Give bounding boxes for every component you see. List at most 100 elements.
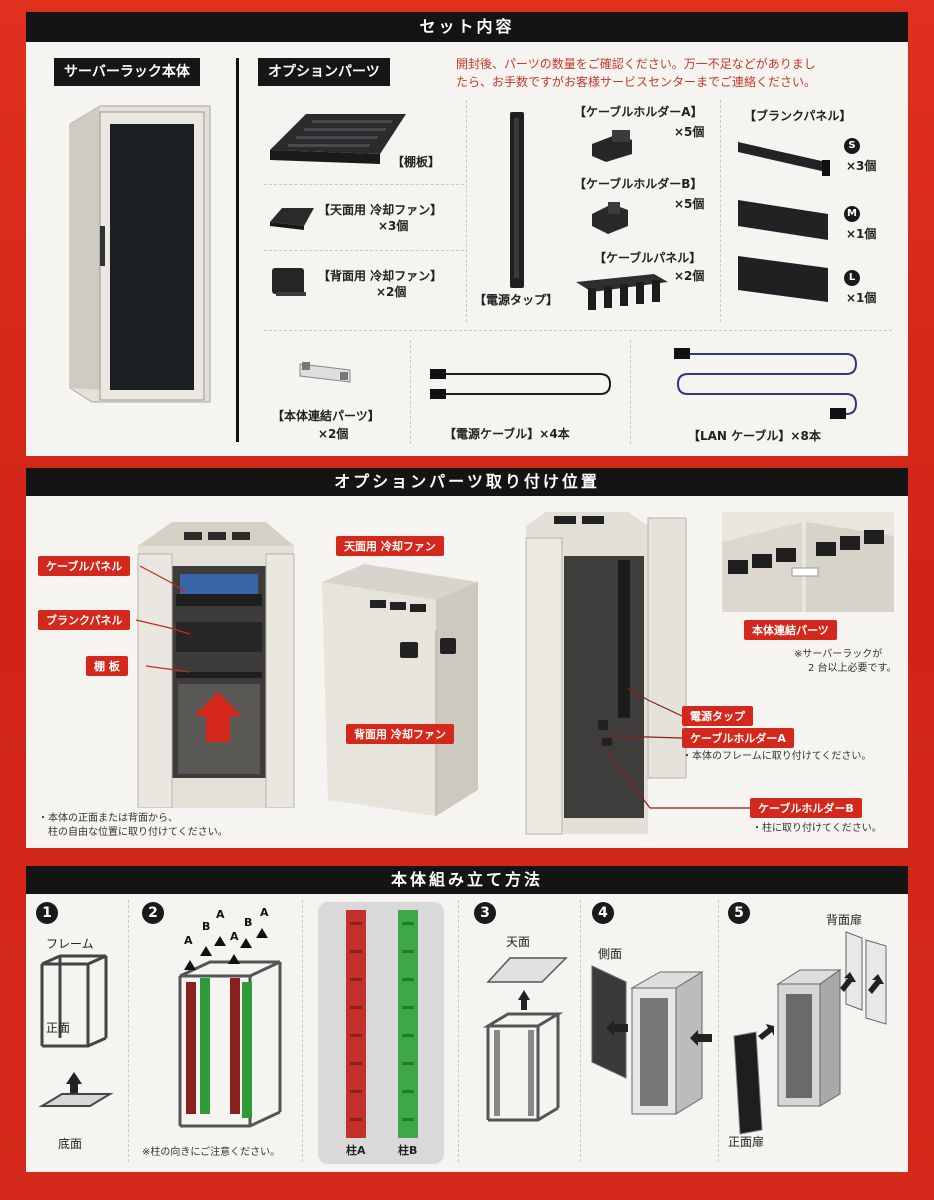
step2-letter-b1: B [202,920,210,933]
lan-cable-image [674,348,858,419]
assembly-header: 本体組み立て方法 [26,866,908,894]
blank-s-qty: ×3個 [846,159,877,173]
options-title: オプションパーツ取り付け位置 [334,472,600,491]
blank-panel-s-image [738,142,830,176]
blank-m-mark: M [844,206,860,222]
options-header: オプションパーツ取り付け位置 [26,468,908,496]
blank-panel-m-image [738,200,828,240]
dash [458,900,459,1162]
cable-panel-qty: ×2個 [674,269,705,283]
connector-label: 【本体連結パーツ】 [272,409,380,423]
top-fan-callout: 天面用 冷却ファン [336,536,444,556]
rack-front-photo [137,522,295,808]
shelf-label: 【棚板】 [392,155,441,169]
back-fan-label: 【背面用 冷却ファン】 [318,269,443,283]
holder-a-label: 【ケーブルホルダーA】 [574,105,703,119]
pillar-note: ※柱の向きにご注意ください。 [142,1147,281,1158]
dash [466,100,467,322]
dash [264,184,464,185]
holder-a-note: ・本体のフレームに取り付けてください。 [682,751,872,762]
bottom-label: 底面 [58,1137,83,1151]
holder-b-label: 【ケーブルホルダーB】 [574,177,703,191]
step2-letter-a3: A [230,930,239,943]
blank-s-mark: S [844,138,860,154]
dash [410,340,411,444]
dash [580,900,581,1162]
blank-l-qty: ×1個 [846,291,877,305]
step-3-number: 3 [474,902,496,924]
connector-qty: ×2個 [318,427,349,441]
dash [302,900,303,1162]
front-label: 正面 [46,1021,71,1035]
power-tap-image [510,112,524,288]
back-fan-image [272,268,306,296]
shelf-callout: 棚 板 [86,656,128,676]
back-fan-qty: ×2個 [376,285,407,299]
connector-note-2: 2 台以上必要です。 [808,663,897,674]
main-unit-tag: サーバーラック本体 [54,58,200,86]
holder-b-callout: ケーブルホルダーB [750,798,862,818]
holder-a-image [592,130,632,162]
connector-note-1: ※サーバーラックが [794,649,883,660]
cable-panel-callout: ケーブルパネル [38,556,131,576]
contents-header: セット内容 [26,12,908,42]
holder-b-qty: ×5個 [674,197,705,211]
pillar-box [318,902,444,1164]
dash [720,100,721,322]
blank-m-qty: ×1個 [846,227,877,241]
contents-title: セット内容 [419,17,515,36]
blank-panel-l-image [738,256,828,302]
pillar-b-label: 柱B [398,1144,418,1157]
top-fan-qty: ×3個 [378,219,409,233]
power-cable-label: 【電源ケーブル】×4本 [444,427,570,441]
server-rack-image [69,105,211,403]
step3-image [482,957,568,1122]
top-face-label: 天面 [506,935,531,949]
top-fan-label: 【天面用 冷却ファン】 [318,203,443,217]
back-door-label: 背面扉 [826,913,863,927]
dash [630,340,631,444]
power-tap-callout: 電源タップ [682,706,753,726]
connector-image [299,362,351,383]
check-note-2: たら、お手数ですがお客様サービスセンターまでご連絡ください。 [456,75,817,89]
power-tap-label: 【電源タップ】 [474,293,559,307]
step2-letter-a2: A [216,908,225,921]
check-note-1: 開封後、パーツの数量をご確認ください。万一不足などがありまし [456,57,816,71]
step-5-number: 5 [728,902,750,924]
front-door-label: 正面扉 [728,1135,765,1149]
front-note-2: 柱の自由な位置に取り付けてください。 [48,827,228,838]
power-cable-image [430,369,612,399]
dash [718,900,719,1162]
blank-panel-label: 【ブランクパネル】 [744,109,852,123]
frame-label: フレーム [46,937,94,951]
connector-photo [722,512,894,612]
rack-side-photo [525,512,687,835]
step2-pillar-assembly: A B A A B A [178,906,282,1128]
step2-letter-a4: A [260,906,269,919]
pillar-a-image [346,910,366,1138]
step2-letter-a1: A [184,934,193,947]
blank-l-mark: L [844,270,860,286]
lan-cable-label: 【LAN ケーブル】×8本 [688,429,821,443]
dash [264,330,892,331]
step1-frame-image [38,954,114,1107]
dash [128,900,129,1162]
connector-callout: 本体連結パーツ [744,620,837,640]
step4-image [591,965,712,1115]
shelf-image [270,114,406,164]
step-4-number: 4 [592,902,614,924]
step2-letter-b2: B [244,916,252,929]
holder-a-callout: ケーブルホルダーA [682,728,794,748]
pillar-b-image [398,910,418,1138]
pillar-a-label: 柱A [346,1144,366,1157]
holder-b-note: ・柱に取り付けてください。 [752,823,882,834]
step5-image [733,931,887,1135]
rack-back-photo [322,564,478,816]
cable-panel-image [576,274,668,310]
back-fan-callout: 背面用 冷却ファン [346,724,454,744]
holder-a-qty: ×5個 [674,125,705,139]
holder-b-image [592,202,628,234]
front-note-1: ・本体の正面または背面から、 [38,813,178,824]
blank-panel-callout: ブランクパネル [38,610,131,630]
